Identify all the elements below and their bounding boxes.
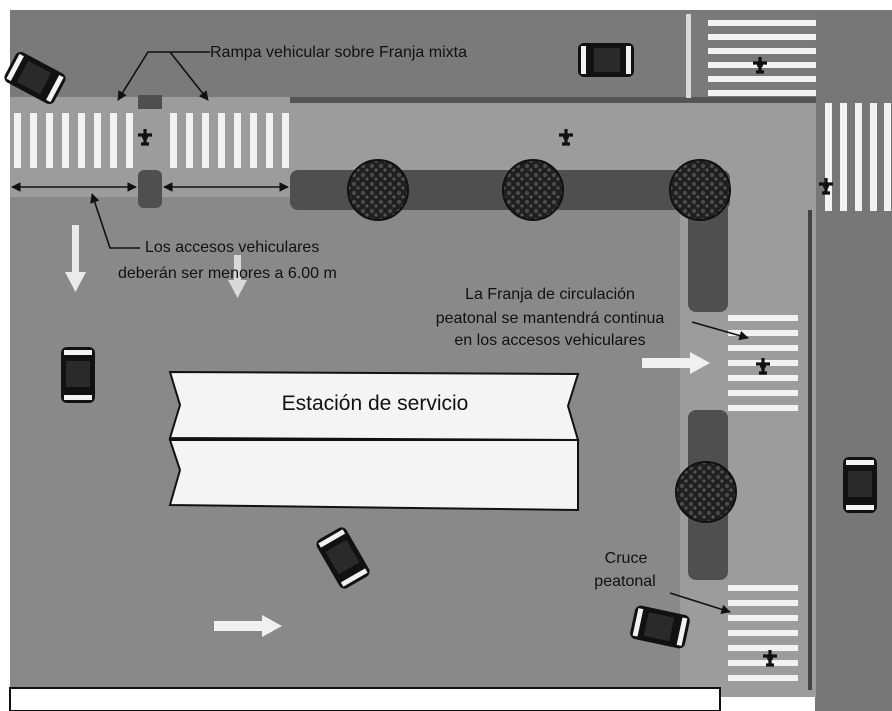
bottom-strip: [9, 687, 721, 711]
arrow-icon: [65, 225, 86, 292]
label-access-line1: Los accesos vehiculares: [145, 239, 320, 256]
ramp-bollard: [138, 170, 162, 208]
lane-divider-top: [686, 14, 691, 98]
tree-icon: [669, 159, 731, 221]
tree-icon: [502, 159, 564, 221]
crosswalk-bottom: [728, 585, 798, 681]
dimension-lines: [11, 51, 749, 614]
curb-right: [808, 210, 812, 690]
sidewalk-curb: [290, 97, 816, 103]
service-station-canopy: [168, 370, 580, 512]
label-strip-line3: en los accesos vehiculares: [454, 332, 646, 349]
tree-icon: [675, 461, 737, 523]
service-station-title: Estación de servicio: [281, 392, 469, 415]
car-icon: [843, 457, 877, 513]
ramp-bollard-top: [138, 95, 162, 109]
label-strip-line2: peatonal se mantendrá continua: [435, 310, 665, 327]
label-ramp: Rampa vehicular sobre Franja mixta: [210, 44, 467, 61]
crosswalk-right-street: [825, 103, 891, 211]
label-strip-line1: La Franja de circulación: [465, 286, 635, 303]
tree-icon: [347, 159, 409, 221]
car-icon: [61, 347, 95, 403]
label-access-line2: deberán ser menores a 6.00 m: [118, 265, 337, 282]
arrow-icon: [228, 255, 247, 298]
car-icon: [578, 43, 634, 77]
crosswalk-top-left: [14, 113, 289, 168]
label-crossing-line1: Cruce: [604, 550, 648, 567]
arrow-icon: [214, 615, 282, 637]
label-crossing-line2: peatonal: [594, 573, 656, 590]
arrow-icon: [642, 352, 710, 374]
